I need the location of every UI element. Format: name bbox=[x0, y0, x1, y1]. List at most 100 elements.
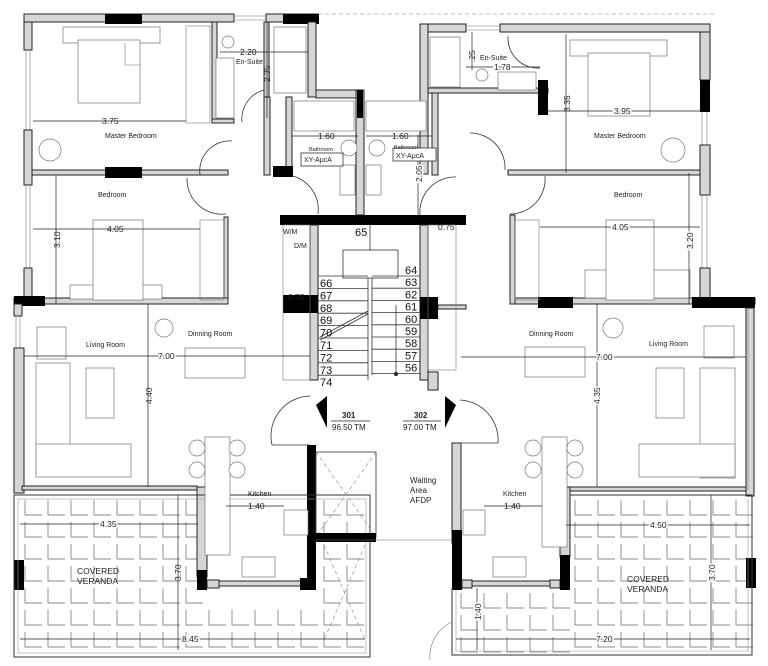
floor-tile bbox=[666, 610, 684, 626]
floor-tile bbox=[162, 566, 180, 582]
right-master-bedroom-width: 3.95 bbox=[614, 106, 631, 116]
stair-step-number: 73 bbox=[320, 365, 332, 377]
floor-tile bbox=[689, 522, 707, 538]
floor-tile bbox=[116, 566, 134, 582]
floor-tile bbox=[47, 610, 65, 626]
left-bathroom-label: Bathroom bbox=[309, 147, 333, 153]
floor-tile bbox=[47, 632, 65, 648]
floor-tile bbox=[24, 610, 42, 626]
floor-tile bbox=[70, 610, 88, 626]
floor-tile bbox=[712, 566, 730, 582]
floor-tile bbox=[597, 544, 615, 560]
floor-tile bbox=[643, 588, 661, 604]
stair-step-number: 64 bbox=[405, 265, 417, 277]
right-living-room-label: Living Room bbox=[649, 341, 688, 348]
floor-tile bbox=[139, 610, 157, 626]
floor-tile bbox=[323, 500, 341, 516]
right-unit-walls bbox=[419, 23, 756, 661]
floor-tile bbox=[620, 610, 638, 626]
left-master-bedroom-width: 3.75 bbox=[102, 116, 119, 126]
entrance-arrow-left-icon bbox=[316, 396, 327, 428]
floor-tile bbox=[689, 632, 707, 648]
stair-step-number: 60 bbox=[405, 314, 417, 326]
floor-tile bbox=[574, 588, 592, 604]
floor-tile bbox=[47, 544, 65, 560]
floor-tile bbox=[24, 566, 42, 582]
floor-tile bbox=[666, 632, 684, 648]
floor-tile bbox=[529, 637, 547, 653]
floor-tile bbox=[574, 500, 592, 516]
floor-tile bbox=[185, 588, 203, 604]
left-bedroom-width: 4.05 bbox=[107, 224, 124, 234]
floor-tile bbox=[620, 588, 638, 604]
floor-tile bbox=[574, 632, 592, 648]
stair-step-number: 57 bbox=[405, 350, 417, 362]
right-bathroom-width: 1.60 bbox=[392, 131, 409, 141]
left-niche-width: 0.70 bbox=[288, 292, 305, 302]
right-veranda-side: 1.40 bbox=[473, 603, 483, 620]
floor-tile bbox=[506, 615, 524, 631]
left-living-depth: 4.40 bbox=[144, 387, 154, 404]
floor-tile bbox=[300, 632, 318, 648]
floor-tile bbox=[116, 610, 134, 626]
floor-tile bbox=[689, 500, 707, 516]
floor-tile bbox=[574, 522, 592, 538]
right-bedroom-width: 4.05 bbox=[612, 222, 629, 232]
right-veranda-label-2: VERANDA bbox=[627, 584, 668, 594]
floor-tile bbox=[185, 610, 203, 626]
left-veranda-label-1: COVERED bbox=[77, 566, 119, 576]
floor-tile bbox=[346, 566, 364, 582]
floor-tile bbox=[93, 588, 111, 604]
right-veranda-total: 7.20 bbox=[596, 634, 613, 644]
floor-tile bbox=[24, 544, 42, 560]
stair-step-number: 59 bbox=[405, 326, 417, 338]
waiting-area-label-2: Area bbox=[410, 486, 427, 495]
floor-tile bbox=[574, 610, 592, 626]
waiting-area-label-3: AFDP bbox=[410, 496, 431, 505]
floor-tile bbox=[323, 588, 341, 604]
dimension-lines bbox=[20, 22, 750, 650]
floor-tile bbox=[24, 500, 42, 516]
floor-tile bbox=[277, 632, 295, 648]
right-kitchen-width: 1.40 bbox=[504, 501, 521, 511]
floor-tile bbox=[643, 522, 661, 538]
left-en-suite-label: En-Suite bbox=[236, 59, 263, 66]
right-bedroom-label: Bedroom bbox=[614, 192, 643, 199]
left-unit-level: 96.50 TM bbox=[332, 423, 366, 432]
stair-landing-number: 65 bbox=[355, 227, 367, 239]
floor-tile bbox=[208, 610, 226, 626]
floor-tile bbox=[47, 566, 65, 582]
floor-tile bbox=[597, 632, 615, 648]
left-dining-room-label: Dinning Room bbox=[188, 331, 233, 338]
right-unit-level: 97.00 TM bbox=[403, 423, 437, 432]
floor-tile bbox=[597, 566, 615, 582]
floor-tile bbox=[185, 632, 203, 648]
floor-tile bbox=[139, 632, 157, 648]
left-kitchen-width: 1.40 bbox=[248, 501, 265, 511]
floor-tile bbox=[735, 632, 753, 648]
floor-tile bbox=[162, 544, 180, 560]
stair-step-number: 72 bbox=[320, 352, 332, 364]
floor-tile bbox=[643, 610, 661, 626]
floor-tile bbox=[162, 522, 180, 538]
floor-tile bbox=[620, 566, 638, 582]
floor-tile bbox=[460, 593, 478, 609]
floor-tile bbox=[620, 522, 638, 538]
left-kitchen-label: Kitchen bbox=[248, 491, 271, 498]
floor-tile bbox=[93, 566, 111, 582]
floor-tile bbox=[597, 522, 615, 538]
floor-tile bbox=[712, 588, 730, 604]
floor-tile bbox=[24, 588, 42, 604]
floor-tile bbox=[483, 593, 501, 609]
stair-step-number: 69 bbox=[320, 315, 332, 327]
floor-tile bbox=[323, 632, 341, 648]
floor-tile bbox=[574, 566, 592, 582]
stair-step-number: 56 bbox=[405, 363, 417, 375]
floor-tile bbox=[162, 632, 180, 648]
floor-tile bbox=[643, 500, 661, 516]
furniture bbox=[35, 25, 736, 578]
floor-tile bbox=[346, 588, 364, 604]
floor-tile bbox=[735, 500, 753, 516]
room-labels: 2.20 En-Suite 2.35 3.75 Master Bedroom 1… bbox=[52, 47, 719, 646]
